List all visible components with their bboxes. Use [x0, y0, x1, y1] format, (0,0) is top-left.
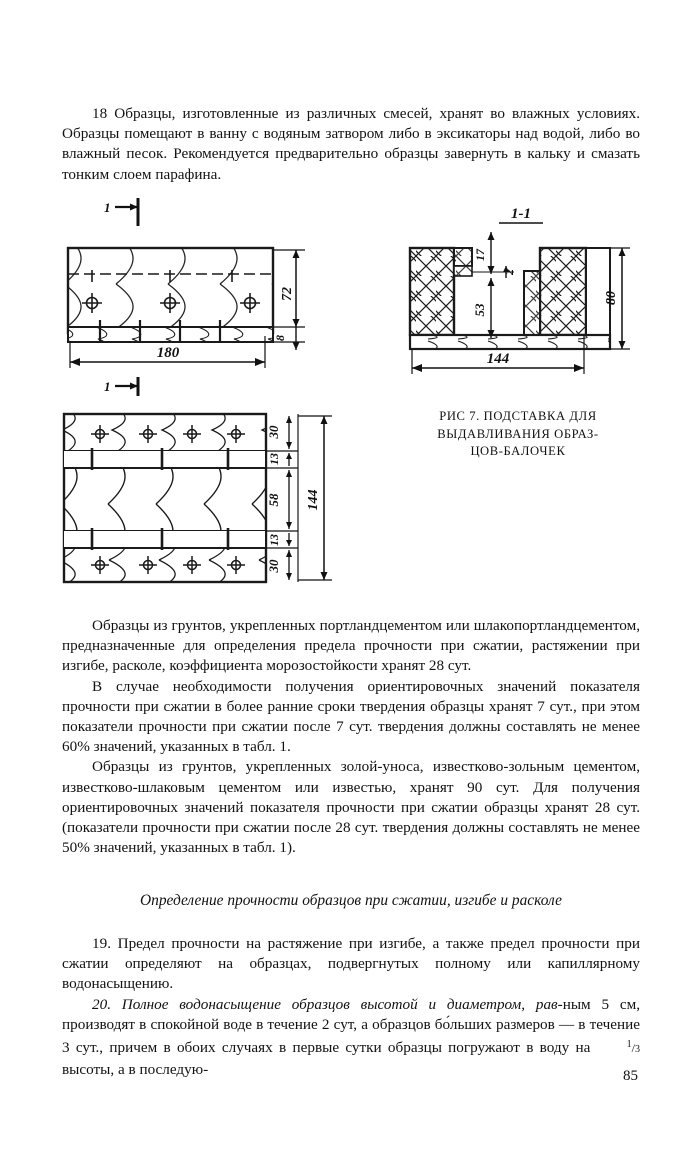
dim-plate-8: 8	[273, 335, 287, 341]
section-mark-bottom-label: 1	[104, 379, 111, 394]
dim-bottom-total-144: 144	[306, 490, 321, 511]
page-number: 85	[623, 1068, 638, 1084]
paragraph-fly-ash: Образцы из грунтов, укрепленных золой-ун…	[62, 758, 640, 857]
paragraph-19: 19. Предел прочности на растяжение при и…	[62, 935, 640, 993]
figure-caption-line-1: РИС 7. ПОДСТАВКА ДЛЯ	[439, 409, 597, 423]
dim-bottom-13-top: 13	[267, 453, 281, 465]
dim-bottom-58: 58	[266, 493, 281, 507]
plan-view-top-drawing: 1	[66, 198, 305, 396]
dim-bottom-13-bottom: 13	[267, 534, 281, 546]
figure-caption-line-3: ЦОВ-БАЛОЧЕК	[470, 444, 566, 458]
figure-7: 1	[0, 196, 700, 596]
paragraph-18: 18 Образцы, изготовленные из различных с…	[62, 105, 640, 183]
section-title-1-1: 1-1	[511, 206, 531, 222]
hole-symbols	[82, 293, 260, 313]
figure-caption: РИС 7. ПОДСТАВКА ДЛЯ ВЫДАВЛИВАНИЯ ОБРАЗ-…	[398, 408, 638, 461]
dim-53: 53	[472, 303, 487, 317]
fraction-numerator: 1	[626, 1039, 632, 1051]
plan-view-bottom-drawing: 30 13 58 13 30 144	[62, 412, 332, 584]
section-mark-top-label: 1	[104, 200, 111, 215]
paragraph-20: 20. Полное водонасыщение образцов высото…	[62, 995, 640, 1081]
dim-80: 80	[604, 291, 619, 305]
dim-bottom-30-bottom: 30	[266, 559, 281, 574]
section-heading: Определение прочности образцов при сжати…	[140, 892, 562, 909]
fraction-one-third: 1/3	[626, 1039, 640, 1056]
section-view-drawing: 1-1 17	[408, 206, 630, 374]
dim-length-180: 180	[157, 345, 180, 361]
paragraph-20-text-b: высоты, а в последую-	[62, 1061, 209, 1079]
middle-paragraph-block: Образцы из грунтов, укрепленных портланд…	[62, 616, 640, 858]
dim-height-72: 72	[280, 287, 295, 301]
paragraph-storage-portland: Образцы из грунтов, укрепленных портланд…	[62, 617, 640, 675]
dim-bottom-30-top: 30	[266, 425, 281, 440]
dim-144: 144	[487, 351, 510, 367]
paragraph-20-text-a: ным 5 см, производят в спокойной воде в …	[62, 995, 641, 1057]
dim-17: 17	[473, 248, 487, 261]
paragraph-20-italic-lead: 20. Полное водонасыщение образцов высото…	[92, 995, 563, 1013]
figure-caption-line-2: ВЫДАВЛИВАНИЯ ОБРАЗ-	[437, 426, 599, 441]
paragraph-early-strength: В случае необходимости получения ориенти…	[62, 677, 640, 756]
bottom-paragraph-block: 19. Предел прочности на растяжение при и…	[62, 934, 640, 1080]
fraction-denominator: 3	[635, 1044, 640, 1056]
intro-paragraph-block: 18 Образцы, изготовленные из различных с…	[62, 104, 640, 185]
